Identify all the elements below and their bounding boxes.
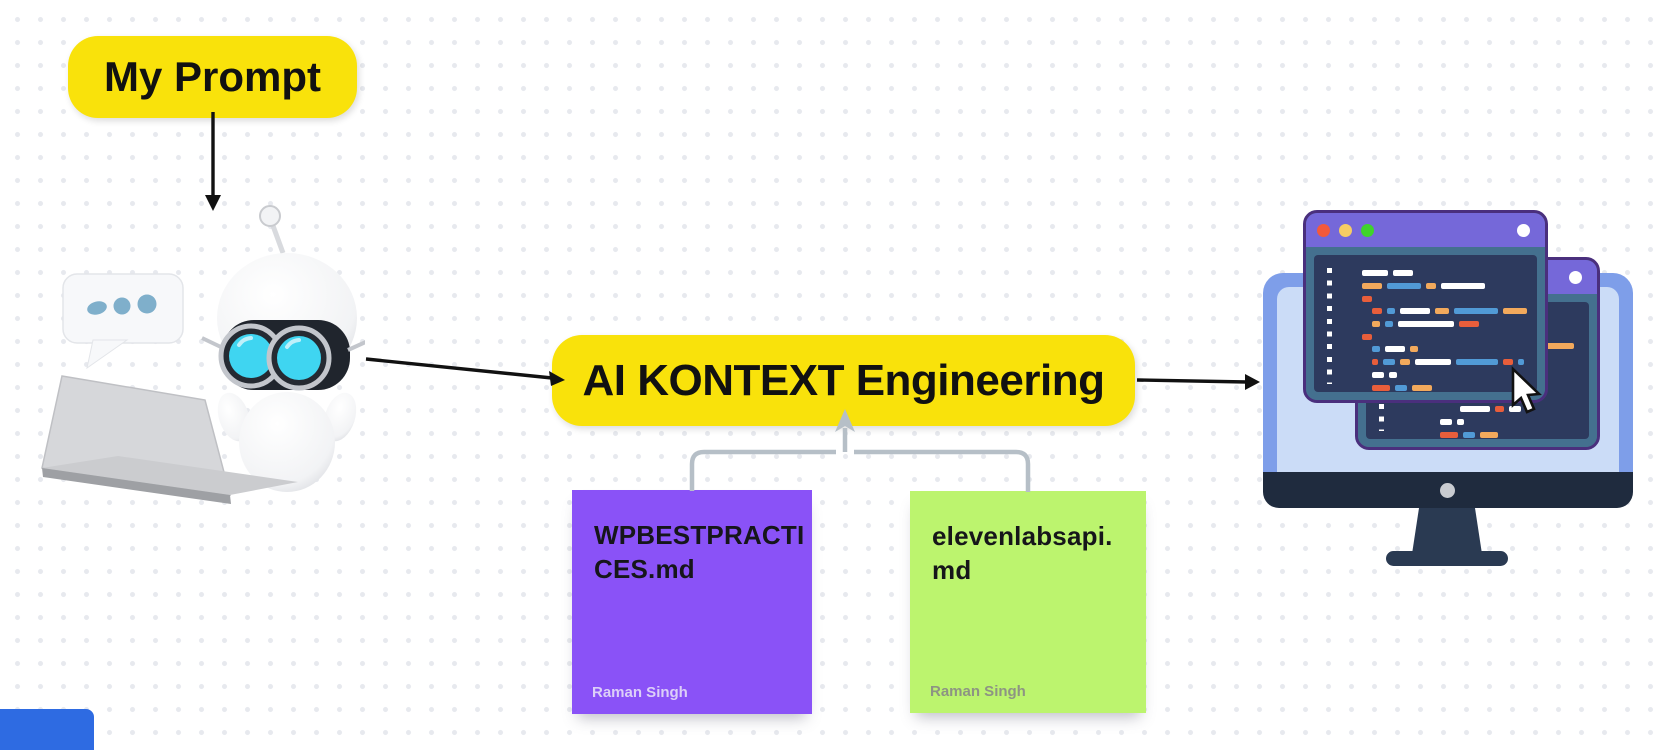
code-window-front bbox=[1303, 210, 1548, 403]
context-engineering-label[interactable]: AI KONTEXT Engineering bbox=[552, 335, 1135, 426]
monitor-base bbox=[1386, 551, 1508, 566]
minimize-traffic-icon bbox=[1339, 224, 1352, 237]
note-title: WPBESTPRACTI CES.md bbox=[594, 520, 805, 585]
arrow-context-to-monitor bbox=[1136, 374, 1260, 390]
prompt-label-text: My Prompt bbox=[103, 53, 321, 100]
note-title: elevenlabsapi. md bbox=[932, 521, 1113, 586]
sticky-note-elevenlabsapi[interactable]: elevenlabsapi. md Raman Singh bbox=[910, 491, 1146, 713]
window-control-icon bbox=[1569, 271, 1582, 284]
note-author: Raman Singh bbox=[592, 684, 688, 701]
laptop-icon bbox=[41, 375, 298, 504]
window-titlebar bbox=[1306, 213, 1545, 247]
prompt-label[interactable]: My Prompt bbox=[68, 36, 357, 118]
robot-icon bbox=[201, 205, 365, 492]
speech-bubble-icon bbox=[62, 273, 184, 370]
code-lines bbox=[1314, 255, 1537, 392]
line-numbers-column bbox=[1327, 268, 1332, 384]
note-author: Raman Singh bbox=[930, 683, 1026, 700]
sticky-note-wpbestpractices[interactable]: WPBESTPRACTI CES.md Raman Singh bbox=[572, 490, 812, 714]
context-label-text: AI KONTEXT Engineering bbox=[582, 355, 1105, 405]
close-traffic-icon bbox=[1317, 224, 1330, 237]
robot-illustration[interactable] bbox=[35, 195, 365, 525]
maximize-traffic-icon bbox=[1361, 224, 1374, 237]
blue-partial-element[interactable] bbox=[0, 709, 94, 750]
arrow-robot-to-context bbox=[365, 357, 565, 386]
window-control-icon bbox=[1517, 224, 1530, 237]
monitor-stand bbox=[1412, 508, 1482, 554]
code-editor-body bbox=[1306, 247, 1545, 400]
monitor-camera-dot bbox=[1440, 483, 1455, 498]
